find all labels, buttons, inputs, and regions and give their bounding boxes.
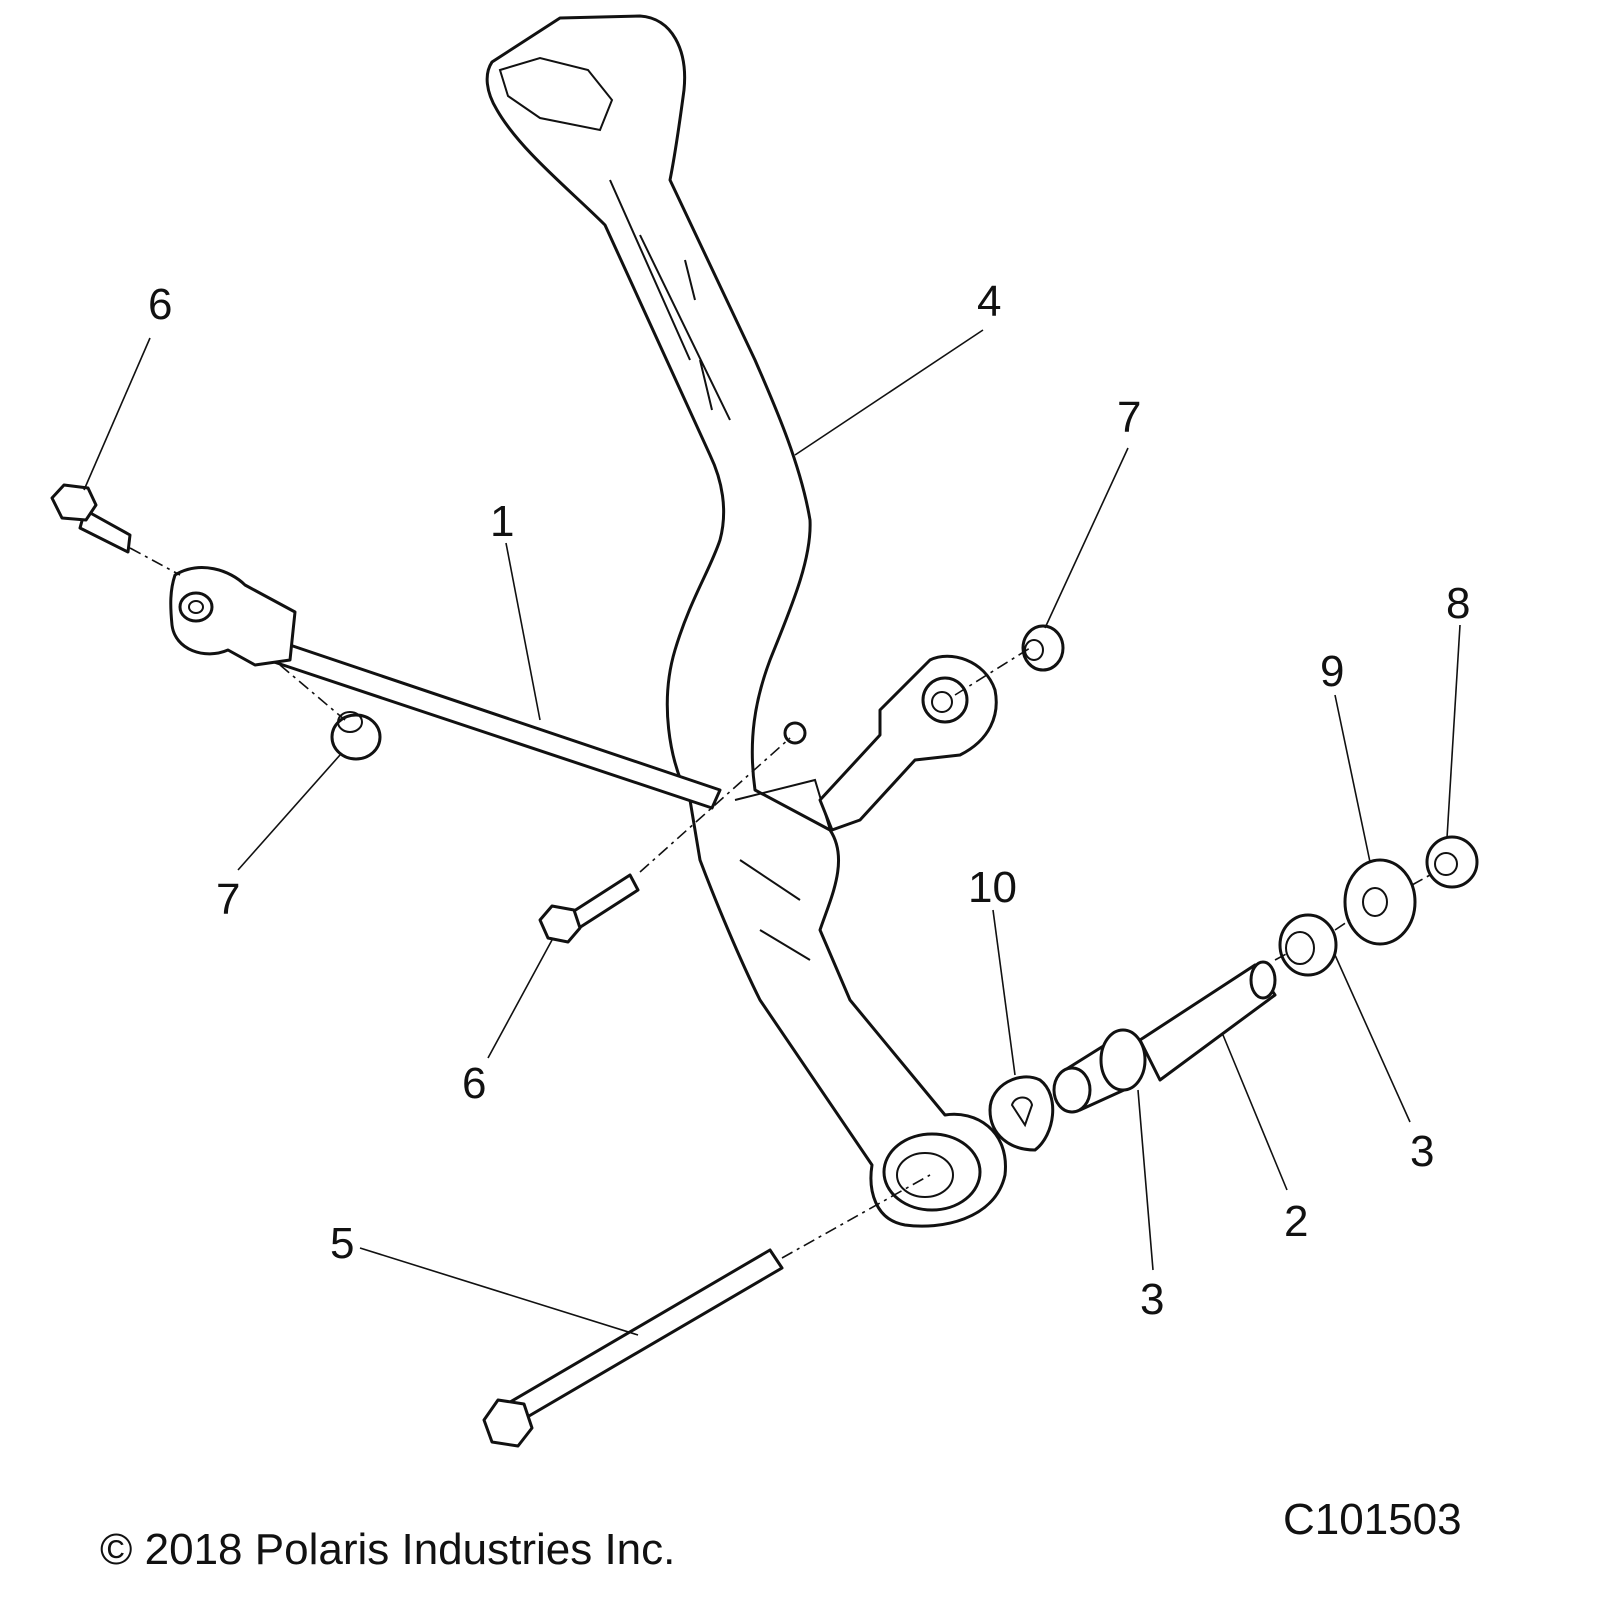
flange-nut bbox=[1425, 835, 1479, 889]
callout-10: 10 bbox=[968, 863, 1017, 912]
callout-7-lower: 7 bbox=[216, 875, 241, 924]
callout-6-lower: 6 bbox=[462, 1059, 487, 1108]
copyright-notice: © 2018 Polaris Industries Inc. bbox=[100, 1525, 676, 1574]
callout-7-upper: 7 bbox=[1117, 393, 1142, 442]
flange-bushing-right bbox=[1278, 913, 1338, 977]
pivot-sleeve-assembly bbox=[1052, 960, 1277, 1114]
brake-rod-link bbox=[169, 566, 998, 832]
bolt-upper-left bbox=[50, 483, 132, 554]
callout-5: 5 bbox=[330, 1219, 355, 1268]
washer-teardrop bbox=[988, 1075, 1055, 1152]
bushing-left bbox=[330, 711, 382, 761]
leader-lines bbox=[83, 329, 1461, 1336]
brake-pedal-arm bbox=[485, 14, 1007, 1228]
callout-8: 8 bbox=[1446, 579, 1471, 628]
callout-3-right: 3 bbox=[1410, 1127, 1435, 1176]
callout-6-upper: 6 bbox=[148, 280, 173, 329]
assembly-centerlines bbox=[129, 547, 1431, 1259]
bolt-center bbox=[538, 873, 640, 944]
callout-4: 4 bbox=[977, 277, 1002, 326]
callout-2: 2 bbox=[1284, 1197, 1309, 1246]
callout-1: 1 bbox=[490, 497, 515, 546]
long-bolt bbox=[482, 1248, 784, 1448]
drawing-number: C101503 bbox=[1283, 1495, 1462, 1544]
flat-washer bbox=[1343, 858, 1417, 946]
callout-9: 9 bbox=[1320, 647, 1345, 696]
callout-3-lower: 3 bbox=[1140, 1275, 1165, 1324]
bushing-right bbox=[1021, 624, 1065, 672]
